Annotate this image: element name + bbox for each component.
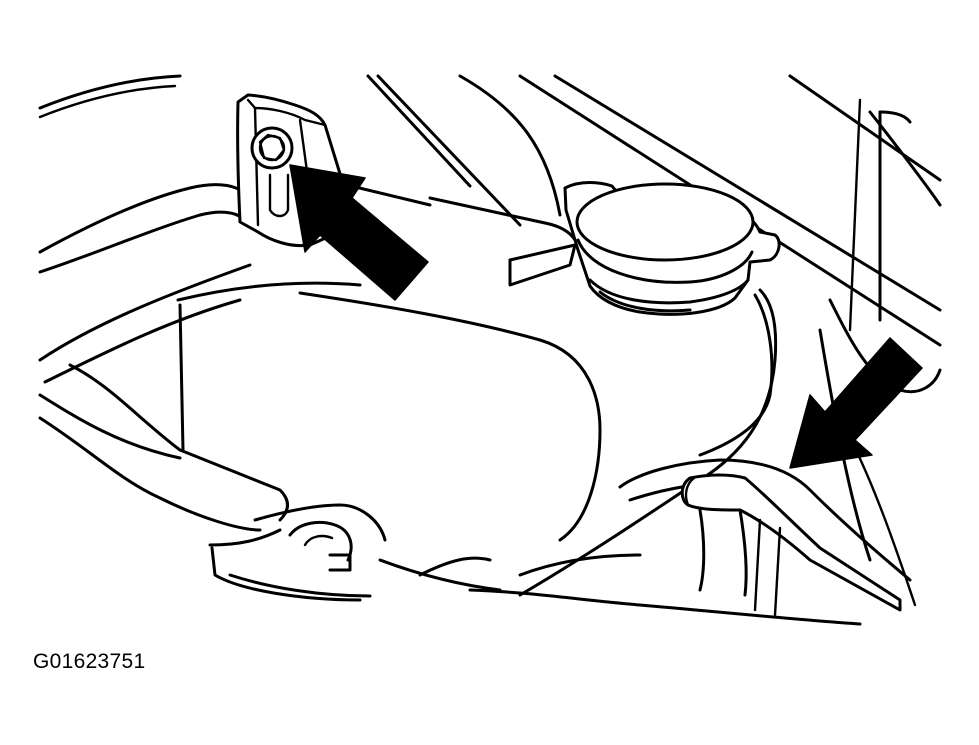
- left-fender-outline: [38, 74, 182, 119]
- pressure-cap: [508, 181, 781, 316]
- arrow-to-bolt-icon: [289, 164, 429, 301]
- bolt-icon: [250, 126, 294, 170]
- mounting-tray: [38, 183, 289, 532]
- figure-id-label: G01623751: [33, 650, 146, 673]
- lower-bracket: [208, 503, 862, 626]
- coolant-hose: [618, 293, 912, 617]
- arrow-to-hose-icon: [789, 337, 923, 469]
